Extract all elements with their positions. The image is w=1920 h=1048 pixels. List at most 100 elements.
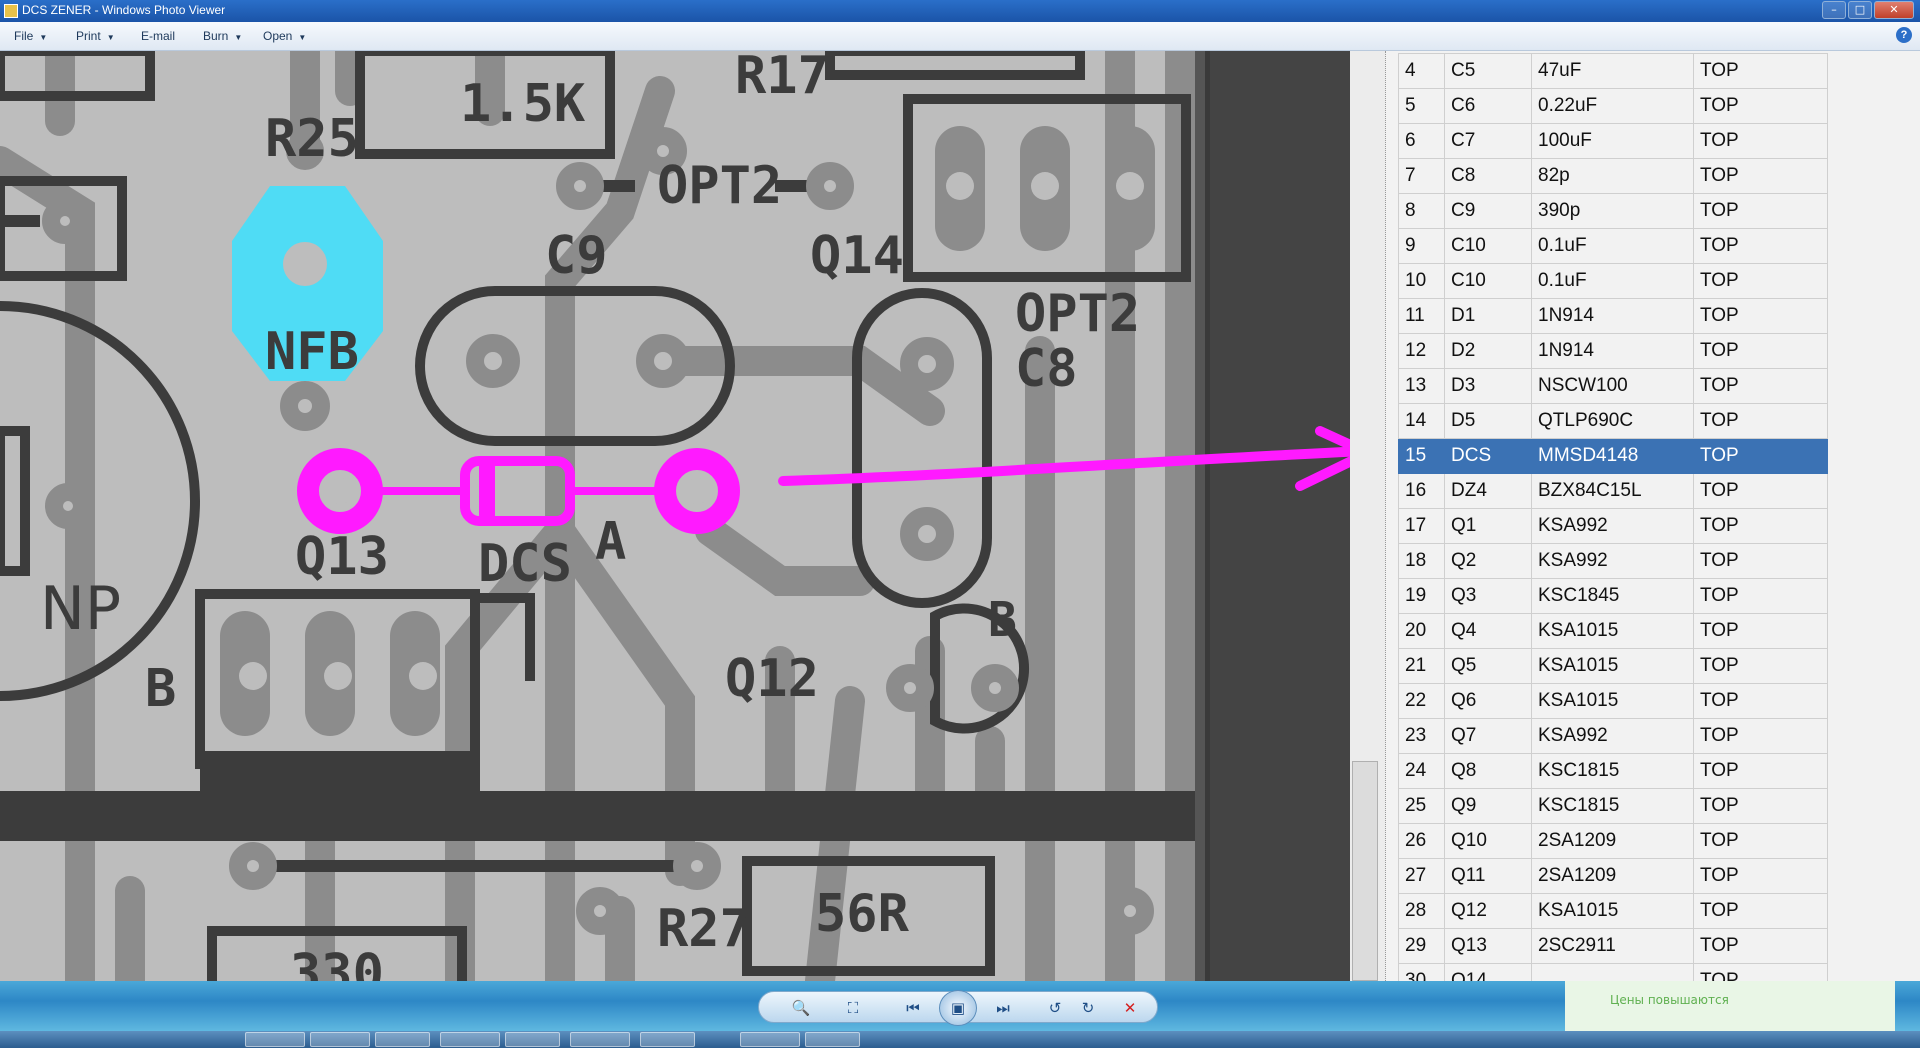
taskbar-button[interactable]	[245, 1032, 305, 1047]
actual-size-icon[interactable]: ⛶	[847, 999, 859, 1017]
cell-layer: TOP	[1693, 753, 1828, 789]
maximize-button[interactable]: □	[1848, 1, 1872, 19]
taskbar-button[interactable]	[740, 1032, 800, 1047]
cell-designator: Q9	[1444, 788, 1532, 824]
image-viewport[interactable]: R25 NFB R17 1.5K OPT2 C9 Q14 OPT2 C8 Q13…	[0, 51, 1920, 981]
cell-layer: TOP	[1693, 543, 1828, 579]
taskbar-button[interactable]	[310, 1032, 370, 1047]
cell-value: KSC1845	[1531, 578, 1694, 614]
chevron-down-icon: ▼	[106, 33, 115, 42]
cell-index: 16	[1398, 473, 1445, 509]
cell-value: KSA992	[1531, 718, 1694, 754]
label-dcs: DCS	[478, 534, 572, 594]
label-r17: R17	[735, 51, 829, 106]
cell-index: 18	[1398, 543, 1445, 579]
cell-designator: Q14	[1444, 963, 1532, 981]
taskbar-button[interactable]	[570, 1032, 630, 1047]
minimize-button[interactable]: –	[1822, 1, 1846, 19]
menu-open[interactable]: Open▼	[263, 29, 307, 43]
cell-value: 0.1uF	[1531, 228, 1694, 264]
cell-designator: Q11	[1444, 858, 1532, 894]
chevron-down-icon: ▼	[298, 33, 307, 42]
menu-burn[interactable]: Burn▼	[203, 29, 243, 43]
cell-value: 390p	[1531, 193, 1694, 229]
taskbar-button[interactable]	[640, 1032, 695, 1047]
slideshow-button[interactable]: ▣	[939, 990, 977, 1026]
delete-icon[interactable]: ✕	[1123, 999, 1137, 1017]
cell-designator: C6	[1444, 88, 1532, 124]
cell-layer: TOP	[1693, 928, 1828, 964]
menu-file[interactable]: File▼	[14, 29, 48, 43]
cell-value: 1N914	[1531, 298, 1694, 334]
cell-index: 11	[1398, 298, 1445, 334]
cell-layer: TOP	[1693, 893, 1828, 929]
taskbar-button[interactable]	[440, 1032, 500, 1047]
cell-index: 20	[1398, 613, 1445, 649]
window-title: DCS ZENER - Windows Photo Viewer	[22, 3, 226, 17]
menu-print[interactable]: Print▼	[76, 29, 115, 43]
label-1-5k: 1.5K	[460, 74, 586, 134]
cell-layer: TOP	[1693, 858, 1828, 894]
cell-index: 10	[1398, 263, 1445, 299]
cell-index: 26	[1398, 823, 1445, 859]
cell-designator: C7	[1444, 123, 1532, 159]
scrollbar[interactable]	[1350, 51, 1386, 981]
scrollbar-thumb[interactable]	[1352, 761, 1378, 981]
taskbar-button[interactable]	[805, 1032, 860, 1047]
cell-value: QTLP690C	[1531, 403, 1694, 439]
cell-index: 8	[1398, 193, 1445, 229]
help-icon[interactable]: ?	[1896, 27, 1912, 43]
desktop-note: Цены повышаются	[1565, 981, 1895, 1031]
cell-value: KSC1815	[1531, 753, 1694, 789]
previous-icon[interactable]: ⏮	[906, 999, 920, 1017]
cell-layer: TOP	[1693, 648, 1828, 684]
cell-index: 15	[1398, 438, 1445, 474]
cell-designator: C5	[1444, 53, 1532, 89]
cell-designator: Q1	[1444, 508, 1532, 544]
zoom-icon[interactable]: 🔍	[791, 999, 811, 1017]
cell-designator: Q10	[1444, 823, 1532, 859]
cell-value: BZX84C15L	[1531, 473, 1694, 509]
next-icon[interactable]: ⏭	[996, 999, 1010, 1017]
cell-value: 47uF	[1531, 53, 1694, 89]
chevron-down-icon: ▼	[39, 33, 48, 42]
close-button[interactable]: ✕	[1874, 1, 1914, 19]
title-bar: DCS ZENER - Windows Photo Viewer – □ ✕	[0, 0, 1920, 22]
os-taskbar	[0, 1031, 1920, 1048]
cell-value: KSA992	[1531, 543, 1694, 579]
taskbar-button[interactable]	[375, 1032, 430, 1047]
menu-email[interactable]: E-mail	[141, 29, 176, 43]
cell-value: 0.22uF	[1531, 88, 1694, 124]
rotate-cw-icon[interactable]: ↻	[1081, 999, 1095, 1017]
taskbar-button[interactable]	[505, 1032, 560, 1047]
rotate-ccw-icon[interactable]: ↺	[1048, 999, 1062, 1017]
